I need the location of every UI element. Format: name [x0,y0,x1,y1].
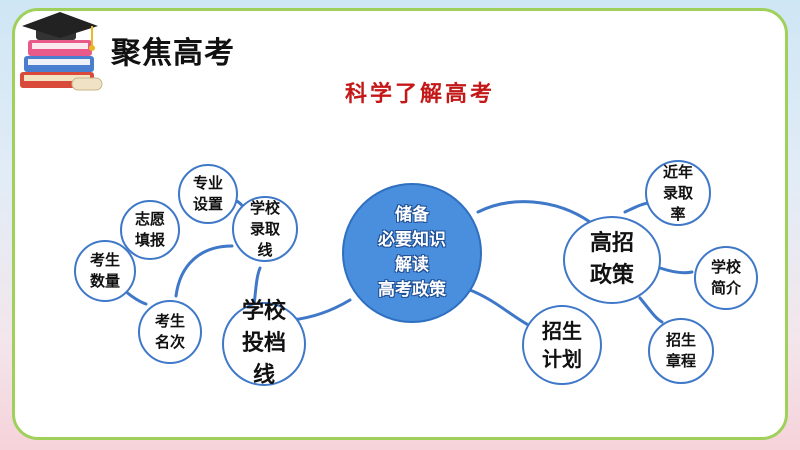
center-node-label: 储备 必要知识 解读 高考政策 [378,205,446,300]
node-recent-rate: 近年 录取 率 [645,160,711,226]
link-school-line-admission [252,266,262,307]
link-center-policy [476,200,592,224]
node-major: 专业 设置 [178,164,238,224]
node-school-line: 学校 投档 线 [222,299,306,388]
node-school-intro: 学校 简介 [694,246,758,310]
link-admission-rank [174,244,234,298]
link-center-school-line [290,298,352,322]
center-node: 储备 必要知识 解读 高考政策 [342,183,482,323]
graduation-books-icon [20,12,103,91]
node-admission-plan: 招生 计划 [522,305,602,385]
node-count: 考生 数量 [74,240,136,302]
page-title: 聚焦高考 [111,36,235,71]
node-application: 志愿 填报 [120,200,180,260]
node-policy: 高招 政策 [563,216,661,304]
node-charter: 招生 章程 [648,318,714,384]
node-rank: 考生 名次 [138,300,202,364]
link-policy-charter [638,296,664,324]
node-school-admission: 学校 录取 线 [232,196,298,262]
link-policy-intro [658,266,694,275]
link-center-admission-plan [468,288,532,328]
subtitle: 科学了解高考 [344,82,495,107]
